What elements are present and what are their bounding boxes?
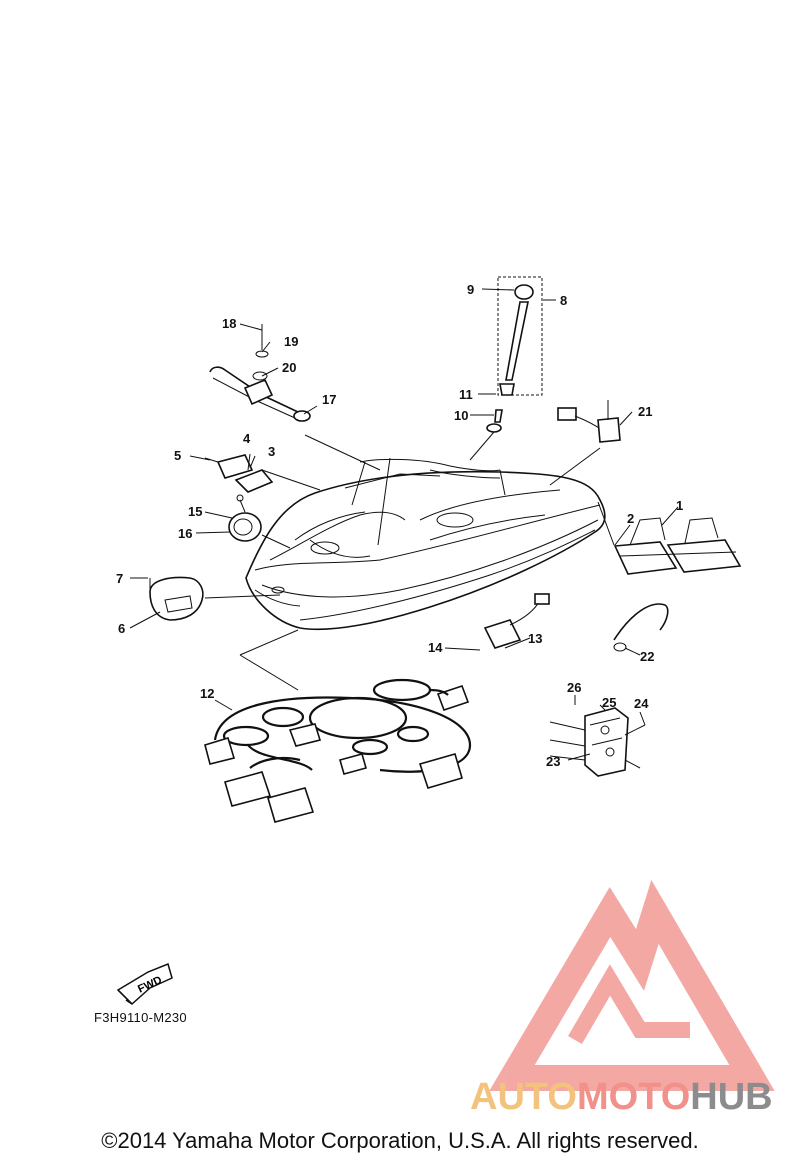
rail-part-17: [209, 324, 311, 422]
relay-part-23: [549, 707, 646, 777]
strap-part-22: [613, 603, 669, 652]
callout-21: 21: [638, 404, 652, 419]
bracket-part-1: [613, 517, 742, 575]
callout-19: 19: [284, 334, 298, 349]
switch-part-3-4: [204, 454, 274, 493]
callout-12: 12: [200, 686, 214, 701]
fwd-arrow-icon: FWD: [116, 962, 173, 1006]
boat-hull: [245, 457, 606, 631]
callout-22: 22: [640, 649, 654, 664]
callout-23: 23: [546, 754, 560, 769]
callout-3: 3: [268, 444, 275, 459]
callout-24: 24: [634, 696, 649, 711]
callout-1: 1: [676, 498, 683, 513]
watermark-part-moto: MOTO: [576, 1076, 691, 1118]
callout-17: 17: [322, 392, 336, 407]
speaker-part-6: [149, 576, 204, 621]
figure-code: F3H9110-M230: [94, 1010, 187, 1025]
callout-11: 11: [459, 387, 473, 402]
leader-lines: [129, 288, 679, 761]
watermark-part-hub: HUB: [690, 1076, 773, 1118]
callout-25: 25: [602, 695, 616, 710]
callout-16: 16: [178, 526, 192, 541]
callout-8: 8: [560, 293, 567, 308]
callout-20: 20: [282, 360, 296, 375]
callout-10: 10: [454, 408, 468, 423]
callout-18: 18: [222, 316, 236, 331]
harness-part-12: [204, 678, 472, 823]
copyright-notice: ©2014 Yamaha Motor Corporation, U.S.A. A…: [101, 1128, 699, 1153]
callout-14: 14: [428, 640, 443, 655]
callout-26: 26: [567, 680, 581, 695]
gauge-part-13: [483, 593, 550, 649]
callout-2: 2: [627, 511, 634, 526]
antenna-part-8: [486, 276, 543, 433]
callout-13: 13: [528, 631, 542, 646]
callout-6: 6: [118, 621, 125, 636]
cupholder-part-15: [228, 494, 262, 542]
callout-labels: 1 2 3 4 5 6 7 8 9 10 11 12 13 14 15 16 1…: [116, 282, 683, 769]
callout-4: 4: [243, 431, 251, 446]
watermark-part-auto: AUTO: [470, 1076, 577, 1118]
watermark-text: AUTOMOTOHUB: [470, 1076, 773, 1119]
callout-9: 9: [467, 282, 474, 297]
callout-7: 7: [116, 571, 123, 586]
sensor-part-21: [557, 400, 621, 443]
automotohub-logo-icon: [489, 880, 775, 1091]
callout-5: 5: [174, 448, 181, 463]
callout-15: 15: [188, 504, 202, 519]
